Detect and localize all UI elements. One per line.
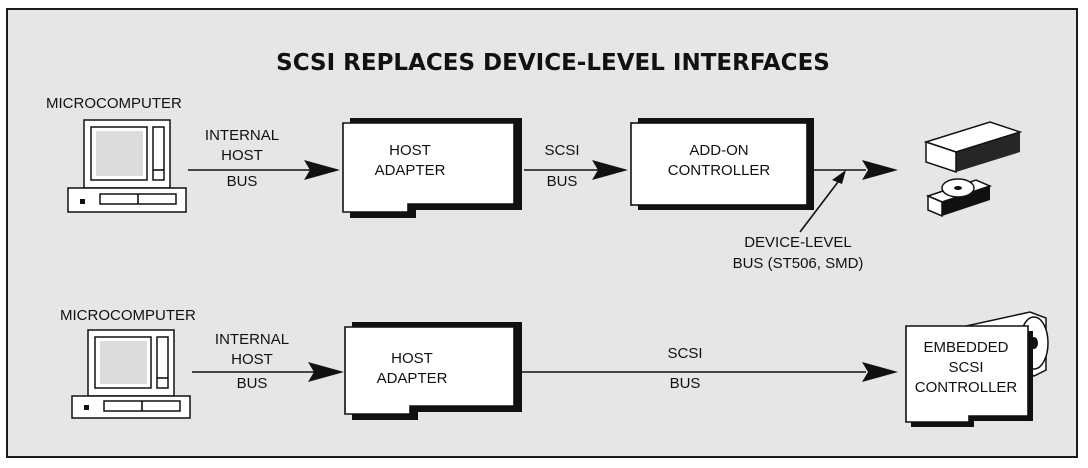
bottom-internal-bus-line2: HOST	[231, 351, 273, 368]
arrow-head	[832, 170, 846, 184]
bottom-scsi-bus-line1: SCSI	[667, 345, 702, 362]
top-microcomputer-icon	[67, 119, 187, 213]
device-level-bus-line1: DEVICE-LEVEL	[744, 234, 852, 251]
arrow-head	[304, 160, 340, 180]
top-host-adapter-line1: HOST	[389, 142, 431, 159]
embedded-controller-line3: CONTROLLER	[915, 379, 1018, 396]
diagram-title: SCSI REPLACES DEVICE-LEVEL INTERFACES	[276, 50, 830, 76]
embedded-controller-line2: SCSI	[948, 359, 983, 376]
top-row: MICROCOMPUTER INTERNAL HOST BUS HOST ADA…	[46, 95, 1023, 272]
bottom-microcomputer-icon	[71, 329, 191, 419]
top-disk-drive-icon	[923, 121, 1023, 218]
top-addon-controller-line2: CONTROLLER	[668, 162, 771, 179]
top-host-adapter-line2: ADAPTER	[375, 162, 446, 179]
top-microcomputer-label: MICROCOMPUTER	[46, 95, 182, 112]
bottom-host-adapter-line1: HOST	[391, 350, 433, 367]
top-internal-bus-line1: INTERNAL	[205, 127, 279, 144]
diagram-frame	[6, 8, 1078, 458]
top-internal-bus-line2: HOST	[221, 147, 263, 164]
bottom-host-adapter-line2: ADAPTER	[377, 370, 448, 387]
top-addon-controller-line1: ADD-ON	[689, 142, 748, 159]
arrow-head	[862, 362, 898, 382]
arrow-head	[592, 160, 628, 180]
bottom-host-adapter: HOST ADAPTER	[344, 322, 522, 420]
top-addon-controller: ADD-ON CONTROLLER	[630, 118, 814, 210]
device-level-bus-line2: BUS (ST506, SMD)	[733, 255, 864, 272]
arrow-head	[862, 160, 898, 180]
top-internal-bus-line3: BUS	[227, 173, 258, 190]
bottom-microcomputer-label: MICROCOMPUTER	[60, 307, 196, 324]
top-host-adapter: HOST ADAPTER	[342, 118, 522, 218]
bottom-internal-bus-line3: BUS	[237, 375, 268, 392]
bottom-internal-bus-line1: INTERNAL	[215, 331, 289, 348]
bottom-row: MICROCOMPUTER INTERNAL HOST BUS HOST ADA…	[60, 307, 1049, 427]
top-scsi-bus-line1: SCSI	[544, 142, 579, 159]
top-scsi-bus-line2: BUS	[547, 173, 578, 190]
embedded-controller-line1: EMBEDDED	[923, 339, 1008, 356]
embedded-scsi-controller: EMBEDDED SCSI CONTROLLER	[905, 311, 1049, 427]
arrow-head	[308, 362, 344, 382]
bottom-scsi-bus-line2: BUS	[670, 375, 701, 392]
